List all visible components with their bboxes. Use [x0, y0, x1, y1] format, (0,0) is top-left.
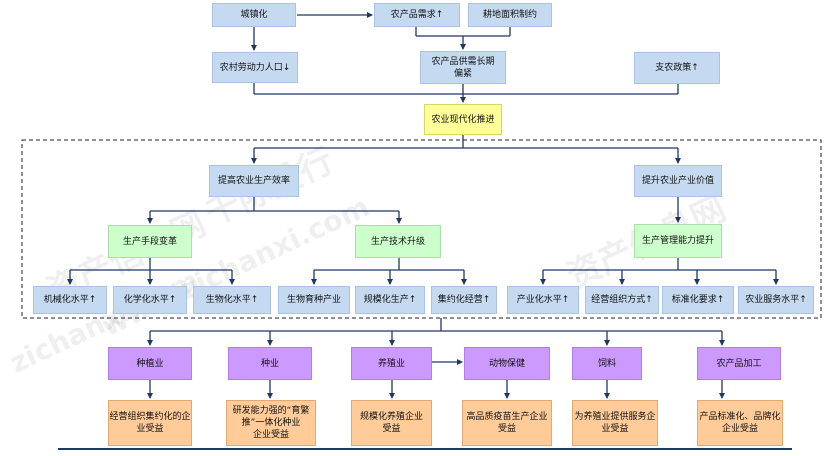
beneficiary-feed: 为养殖业提供服务企 业受益 — [572, 400, 658, 446]
production-means-node: 生产手段变革 — [108, 225, 192, 258]
sector-planting: 种植业 — [108, 347, 192, 380]
beneficiary-processing: 产品标准化、品牌化 企业受益 — [697, 400, 783, 446]
policy-node: 支农政策↑ — [634, 52, 720, 84]
industrialization-node: 产业化水平↑ — [507, 286, 579, 314]
bio-breeding-node: 生物育种产业 — [278, 286, 350, 314]
core-modernization-node: 农业现代化推进 — [424, 104, 502, 135]
mechanization-node: 机械化水平↑ — [33, 286, 107, 314]
efficiency-node: 提高农业生产效率 — [209, 165, 299, 197]
supply-tight-node: 农产品供需长期 偏紧 — [420, 51, 506, 84]
org-mode-node: 经营组织方式↑ — [585, 286, 659, 314]
modernization-frame — [21, 139, 822, 319]
urbanization-node: 城镇化 — [212, 3, 296, 27]
service-level-node: 农业服务水平↑ — [738, 286, 814, 314]
sector-processing: 农产品加工 — [697, 347, 781, 380]
chemicalization-node: 化学化水平↑ — [113, 286, 187, 314]
scale-production-node: 规模化生产↑ — [355, 286, 425, 314]
beneficiary-planting: 经营组织集约化的企 业受益 — [108, 400, 192, 446]
standardization-node: 标准化要求↑ — [662, 286, 734, 314]
sector-feed: 饲料 — [572, 347, 642, 380]
land-constraint-node: 耕地面积制约 — [468, 3, 552, 27]
value-node: 提升农业产业价值 — [634, 165, 722, 197]
beneficiary-animal-health: 高品质疫苗生产企业 受益 — [462, 400, 552, 446]
intensive-operation-node: 集约化经营↑ — [431, 286, 497, 314]
sector-animal-health: 动物保健 — [464, 347, 550, 380]
sector-seed: 种业 — [228, 347, 312, 380]
beneficiary-breeding: 规模化养殖企业 受益 — [351, 400, 432, 446]
sector-breeding: 养殖业 — [351, 347, 432, 380]
production-mgmt-node: 生产管理能力提升 — [634, 224, 722, 258]
rural-labor-node: 农村劳动力人口↓ — [212, 52, 298, 83]
agri-demand-node: 农产品需求↑ — [374, 3, 460, 27]
biologicalization-node: 生物化水平↑ — [193, 286, 271, 314]
beneficiary-seed: 研发能力强的“育繁 推”一体化种业 企业受益 — [226, 400, 316, 446]
production-tech-node: 生产技术升级 — [355, 225, 441, 258]
